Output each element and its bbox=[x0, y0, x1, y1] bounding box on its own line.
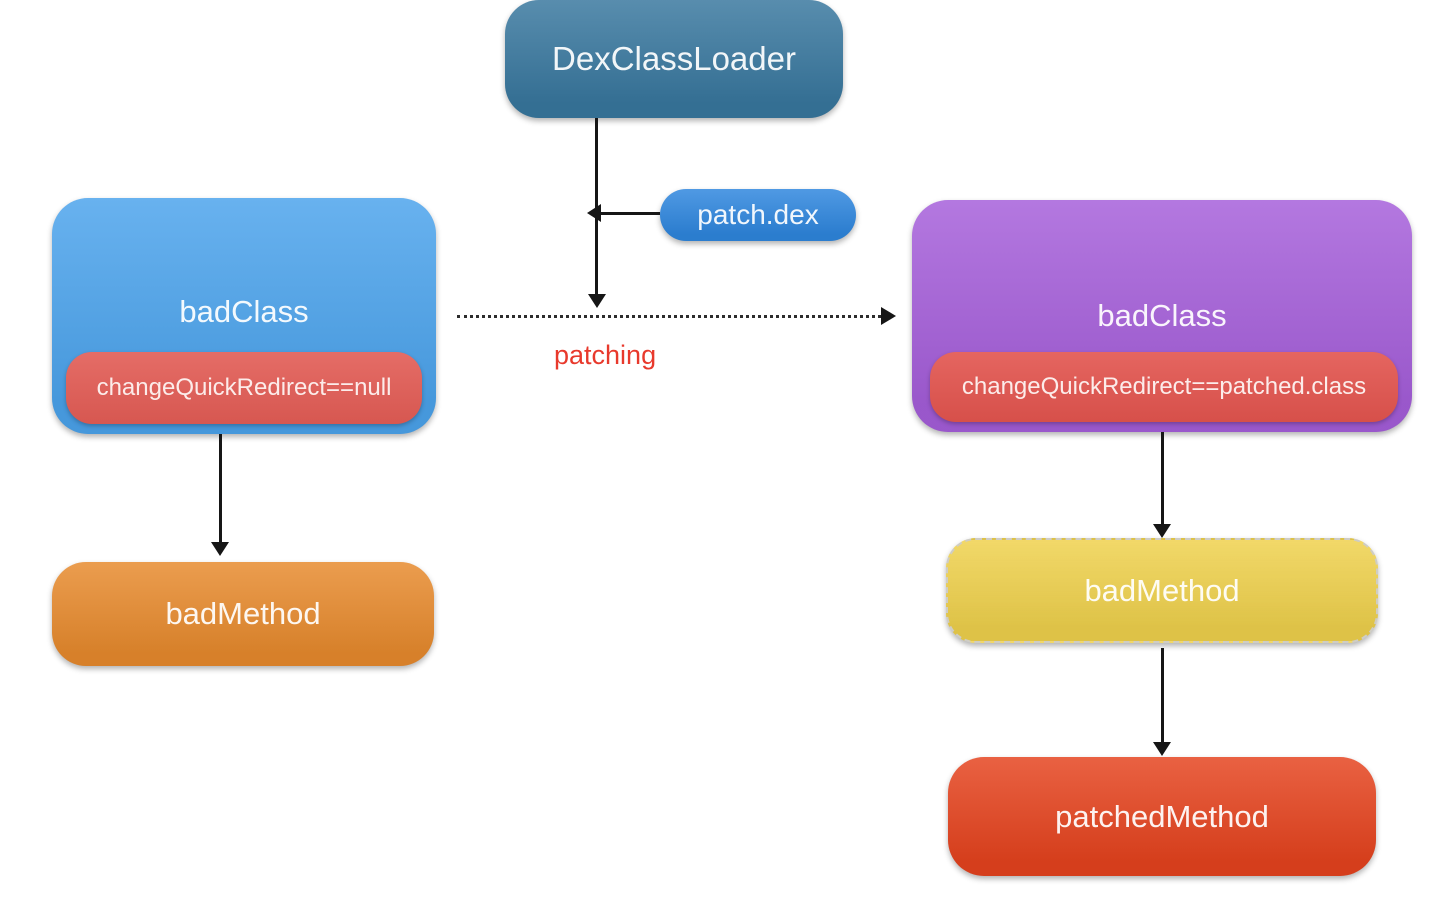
edge-patchdex-to-loader bbox=[601, 212, 660, 215]
edge-badclass-to-badmethod-left bbox=[219, 434, 222, 542]
edge-badclass-to-badmethod-right bbox=[1161, 432, 1164, 524]
node-badclass-original-label: badClass bbox=[179, 294, 309, 329]
condition-changequickredirect-null-label: changeQuickRedirect==null bbox=[96, 374, 392, 401]
patching-edge-label: patching bbox=[554, 340, 657, 370]
node-badclass-patched: badClass changeQuickRedirect==patched.cl… bbox=[912, 200, 1412, 432]
edge-patching-dotted bbox=[457, 315, 881, 318]
edge-badmethod-to-patchedmethod bbox=[1161, 648, 1164, 742]
arrowhead-left-icon bbox=[587, 204, 601, 222]
node-dexclassloader: DexClassLoader bbox=[505, 0, 843, 118]
node-badclass-original: badClass changeQuickRedirect==null bbox=[52, 198, 436, 434]
arrowhead-down-icon bbox=[588, 294, 606, 308]
condition-changequickredirect-patched: changeQuickRedirect==patched.class bbox=[930, 352, 1398, 422]
arrowhead-right-icon bbox=[881, 307, 896, 325]
node-patchdex: patch.dex bbox=[660, 189, 856, 241]
condition-changequickredirect-patched-label: changeQuickRedirect==patched.class bbox=[961, 373, 1367, 400]
node-dexclassloader-label: DexClassLoader bbox=[552, 40, 796, 77]
condition-changequickredirect-null: changeQuickRedirect==null bbox=[66, 352, 422, 424]
node-patchedmethod-label: patchedMethod bbox=[1055, 798, 1269, 834]
arrowhead-down-icon bbox=[1153, 524, 1171, 538]
node-badmethod-original-label: badMethod bbox=[165, 596, 321, 631]
node-badclass-patched-label: badClass bbox=[1097, 298, 1227, 333]
node-badmethod-patched-label: badMethod bbox=[1084, 572, 1240, 608]
arrowhead-down-icon bbox=[1153, 742, 1171, 756]
arrowhead-down-icon bbox=[211, 542, 229, 556]
node-patchdex-label: patch.dex bbox=[697, 199, 819, 230]
node-badmethod-original: badMethod bbox=[52, 562, 434, 666]
node-badmethod-patched: badMethod bbox=[946, 538, 1378, 643]
node-patchedmethod: patchedMethod bbox=[948, 757, 1376, 876]
